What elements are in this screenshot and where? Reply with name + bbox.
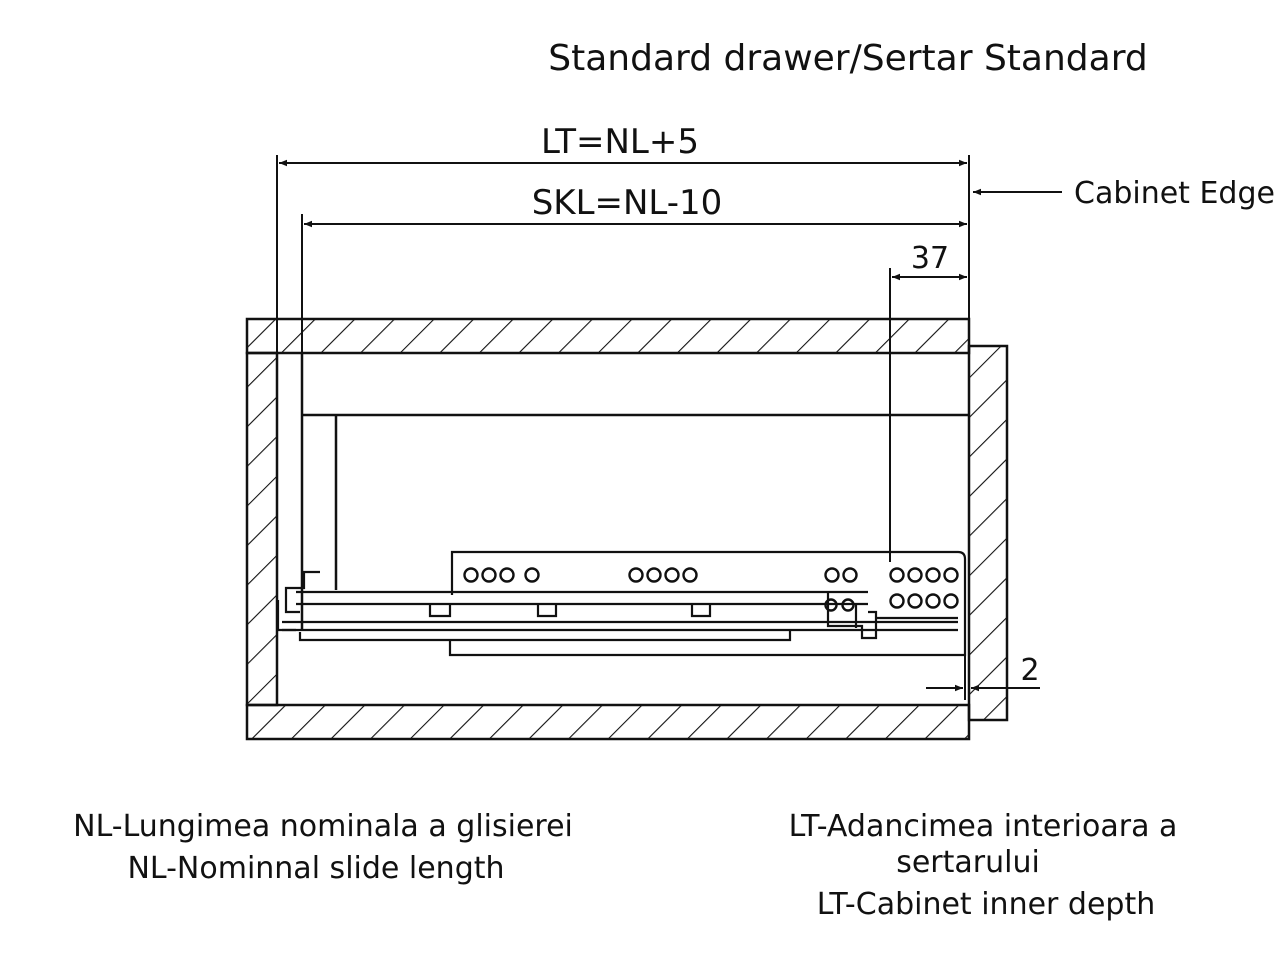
slide-mounting-holes <box>463 567 959 612</box>
drawer-box <box>300 353 969 630</box>
drawer-front-panel <box>967 344 1009 722</box>
cabinet-edge-label: Cabinet Edge <box>1074 176 1275 211</box>
legend-left-line2: NL-Nominnal slide length <box>127 851 504 886</box>
drawer-slide <box>276 550 967 657</box>
legend-left: NL-Lungimea nominala a glisierei NL-Nomi… <box>73 809 573 886</box>
cabinet-body <box>245 317 1009 741</box>
lt-dimension-label: LT=NL+5 <box>541 122 699 162</box>
legend-right: LT-Adancimea interioara a sertarului LT-… <box>789 809 1178 922</box>
legend-right-line3: LT-Cabinet inner depth <box>817 887 1155 922</box>
cabinet-bottom-panel <box>245 703 971 741</box>
offset-dimension-label: 37 <box>911 241 949 276</box>
diagram-title: Standard drawer/Sertar Standard <box>548 38 1147 79</box>
dimension-skl: SKL=NL-10 <box>301 183 967 353</box>
dimension-gap: 2 <box>926 640 1040 700</box>
skl-dimension-label: SKL=NL-10 <box>532 183 723 223</box>
dimension-lt: LT=NL+5 <box>276 122 970 353</box>
legend-right-line1: LT-Adancimea interioara a <box>789 809 1178 844</box>
cabinet-edge-callout: Cabinet Edge <box>973 176 1275 211</box>
gap-dimension-label: 2 <box>1020 653 1039 688</box>
dimension-offset: 37 <box>889 241 967 562</box>
cabinet-back-panel <box>245 351 279 707</box>
cabinet-top-panel <box>245 317 971 355</box>
legend-right-line2: sertarului <box>896 845 1040 880</box>
legend-left-line1: NL-Lungimea nominala a glisierei <box>73 809 573 844</box>
